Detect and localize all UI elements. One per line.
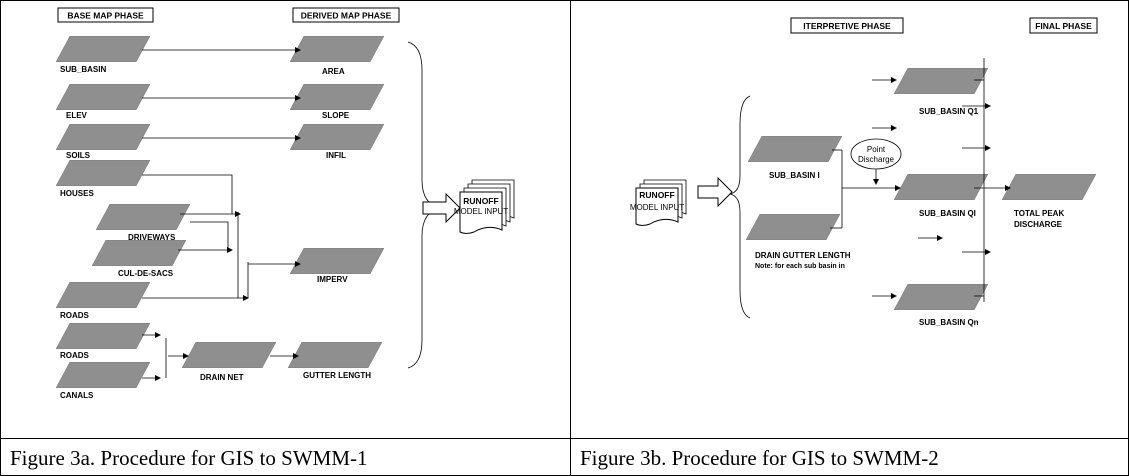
figure-3a: BASE MAP PHASE DERIVED MAP PHASE SUB_BAS… xyxy=(10,7,515,470)
label-note: Note: for each sub basin in xyxy=(755,263,845,270)
label-imperv: IMPERV xyxy=(317,275,348,284)
point-discharge-line1: Point xyxy=(867,145,886,154)
derived-phase-header: DERIVED MAP PHASE xyxy=(301,11,392,21)
point-discharge-line2: Discharge xyxy=(858,155,895,164)
layer-cul-de-sacs xyxy=(92,240,186,266)
label-drain-net: DRAIN NET xyxy=(200,373,244,382)
collector-brace-b xyxy=(729,95,751,319)
layer-infil xyxy=(290,124,384,150)
layer-total-peak xyxy=(1002,174,1096,200)
runoff-subtitle-b: MODEL INPUT xyxy=(630,203,684,212)
label-qn: SUB_BASIN Qn xyxy=(919,318,979,327)
layer-driveways xyxy=(96,204,190,230)
layer-canals xyxy=(56,362,150,388)
label-roads-1: ROADS xyxy=(60,311,90,320)
label-qi: SUB_BASIN QI xyxy=(919,209,976,218)
block-arrow-b xyxy=(697,176,733,208)
label-area: AREA xyxy=(322,67,345,76)
layer-houses xyxy=(56,160,150,186)
label-elev: ELEV xyxy=(66,111,88,120)
runoff-subtitle-a: MODEL INPUT xyxy=(454,207,508,216)
label-driveways: DRIVEWAYS xyxy=(128,233,176,242)
layer-drain-net xyxy=(182,342,276,368)
layer-roads-2 xyxy=(56,323,150,349)
layer-q1 xyxy=(894,68,988,94)
runoff-input-stack xyxy=(635,179,687,226)
runoff-document-stack xyxy=(459,179,515,234)
interpretive-phase-header: ITERPRETIVE PHASE xyxy=(803,21,891,31)
layer-roads-1 xyxy=(56,282,150,308)
final-phase-header-box xyxy=(1029,17,1098,34)
label-cul-de-sacs: CUL-DE-SACS xyxy=(118,269,174,278)
label-drain-gutter: DRAIN GUTTER LENGTH xyxy=(755,251,851,260)
label-houses: HOUSES xyxy=(60,189,94,198)
connector-houses xyxy=(142,174,233,214)
label-total-1: TOTAL PEAK xyxy=(1014,209,1064,218)
runoff-title-b: RUNOFF xyxy=(639,190,674,200)
label-total-2: DISCHARGE xyxy=(1014,220,1063,229)
layer-qi xyxy=(894,174,988,200)
layer-area xyxy=(290,36,384,62)
interpretive-phase-header-box xyxy=(790,17,904,34)
label-infil: INFIL xyxy=(326,151,346,160)
label-q1: SUB_BASIN Q1 xyxy=(919,107,979,116)
layer-imperv xyxy=(290,248,384,274)
derived-phase-header-box xyxy=(292,7,400,23)
caption-3b: Figure 3b. Procedure for GIS to SWMM-2 xyxy=(580,446,939,470)
connector-driveways xyxy=(190,221,229,250)
label-soils: SOILS xyxy=(66,151,91,160)
point-discharge-node xyxy=(850,138,902,170)
label-roads-2: ROADS xyxy=(60,351,90,360)
label-canals: CANALS xyxy=(60,391,94,400)
base-phase-header: BASE MAP PHASE xyxy=(67,11,144,21)
final-phase-header: FINAL PHASE xyxy=(1035,21,1092,31)
layer-qn xyxy=(894,284,988,310)
layer-gutter-length xyxy=(288,342,382,368)
layer-soils xyxy=(56,124,150,150)
layer-slope xyxy=(290,84,384,110)
layer-elev xyxy=(56,84,150,110)
figure-3b: ITERPRETIVE PHASE FINAL PHASE RUNOFF MOD… xyxy=(580,17,1098,470)
label-slope: SLOPE xyxy=(322,111,350,120)
layer-sub-basin xyxy=(56,36,150,62)
layer-drain-gutter xyxy=(746,214,840,240)
layer-sub-basin-i xyxy=(748,136,842,162)
label-gutter-length: GUTTER LENGTH xyxy=(303,371,371,380)
label-sub-basin-i: SUB_BASIN I xyxy=(769,171,820,180)
label-sub-basin: SUB_BASIN xyxy=(60,65,106,74)
runoff-title-a: RUNOFF xyxy=(463,196,498,206)
caption-3a: Figure 3a. Procedure for GIS to SWMM-1 xyxy=(10,446,368,470)
base-phase-header-box xyxy=(57,7,154,23)
block-arrow-a xyxy=(422,192,461,224)
